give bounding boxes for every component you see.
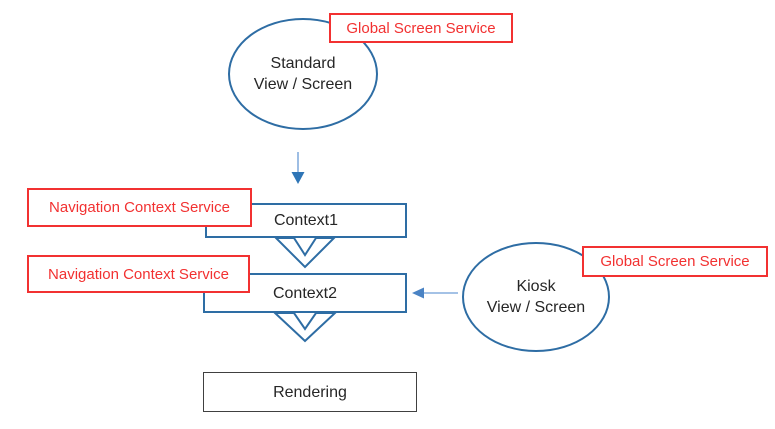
node-rendering-label: Rendering xyxy=(273,383,347,401)
node-rendering: Rendering xyxy=(203,372,417,412)
node-standard-label-line2: View / Screen xyxy=(253,76,353,93)
node-kiosk-label-line2: View / Screen xyxy=(486,299,586,316)
node-standard-label-line1: Standard xyxy=(270,55,336,72)
annotation-navigation-context-service-top: Navigation Context Service xyxy=(27,188,252,227)
down-arrowhead-icon xyxy=(291,172,305,184)
node-kiosk-label-line1: Kiosk xyxy=(516,278,556,295)
annotation-label: Global Screen Service xyxy=(600,253,750,270)
annotation-label: Navigation Context Service xyxy=(49,199,230,216)
left-arrowhead-icon xyxy=(412,287,424,299)
block-arrow-context2-to-rendering xyxy=(272,312,338,343)
arrow-kiosk-to-context2 xyxy=(412,287,458,299)
node-context1-label: Context1 xyxy=(273,212,339,229)
node-context1: Context1 xyxy=(205,203,407,238)
block-arrow-context1-to-context2 xyxy=(273,237,337,269)
annotation-navigation-context-service-bottom: Navigation Context Service xyxy=(27,255,250,293)
annotation-global-screen-service-right: Global Screen Service xyxy=(582,246,768,277)
arrow-standard-to-context1 xyxy=(291,152,305,184)
annotation-label: Global Screen Service xyxy=(346,19,496,37)
node-context2-label: Context2 xyxy=(272,284,338,302)
annotation-label: Navigation Context Service xyxy=(48,265,229,283)
annotation-global-screen-service-top: Global Screen Service xyxy=(329,13,513,43)
